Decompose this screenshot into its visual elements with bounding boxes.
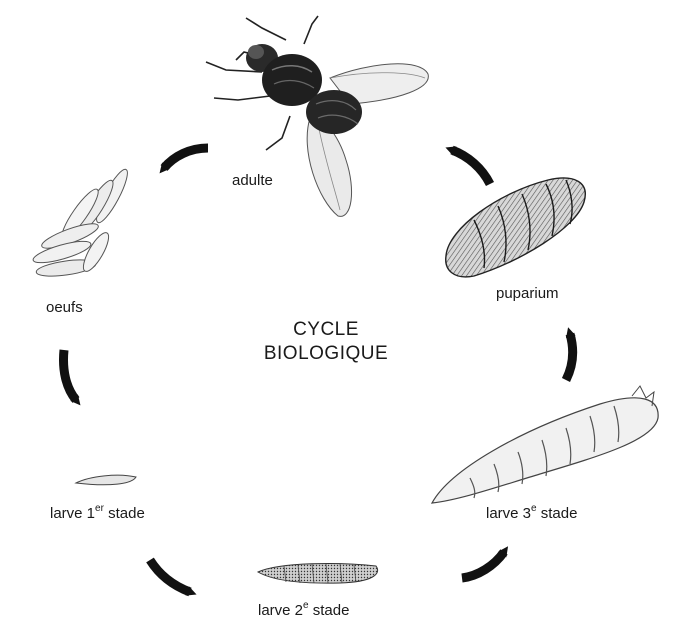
label-puparium: puparium xyxy=(496,285,559,302)
larva1-sup: er xyxy=(95,503,104,514)
puparium-illustration xyxy=(445,177,586,278)
adult-fly-illustration xyxy=(205,15,429,217)
label-larva-stage-2: larve 2e stade xyxy=(258,600,350,620)
arrow-puparium-to-adult xyxy=(445,145,495,187)
label-larva-stage-1: larve 1er stade xyxy=(50,503,145,523)
label-eggs: oeufs xyxy=(46,299,83,316)
larva-stage-2-illustration xyxy=(256,563,378,584)
larva2-prefix: larve 2 xyxy=(258,602,304,619)
eggs-illustration xyxy=(32,168,128,277)
label-adult: adulte xyxy=(232,172,273,189)
arrow-eggs-to-larva1 xyxy=(59,349,81,406)
larva1-suffix: stade xyxy=(103,505,145,522)
diagram-title: CYCLE BIOLOGIQUE xyxy=(236,318,416,366)
larva1-prefix: larve 1 xyxy=(50,505,96,522)
title-line-1: CYCLE xyxy=(293,319,359,340)
arrow-larva1-to-larva2 xyxy=(146,557,197,597)
larva2-sup: e xyxy=(303,600,309,611)
larva-stage-3-illustration xyxy=(430,385,659,504)
larva3-suffix: stade xyxy=(536,505,578,522)
larva-stage-1-illustration xyxy=(74,474,137,486)
larva3-sup: e xyxy=(531,503,537,514)
label-larva-stage-3: larve 3e stade xyxy=(486,503,578,523)
larva3-prefix: larve 3 xyxy=(486,505,532,522)
cycle-arrows xyxy=(59,143,578,597)
arrow-larva2-to-larva3 xyxy=(461,546,509,583)
arrow-larva3-to-puparium xyxy=(561,327,578,383)
title-line-2: BIOLOGIQUE xyxy=(263,343,389,364)
arrow-adult-to-eggs xyxy=(159,143,209,174)
larva2-suffix: stade xyxy=(308,602,350,619)
